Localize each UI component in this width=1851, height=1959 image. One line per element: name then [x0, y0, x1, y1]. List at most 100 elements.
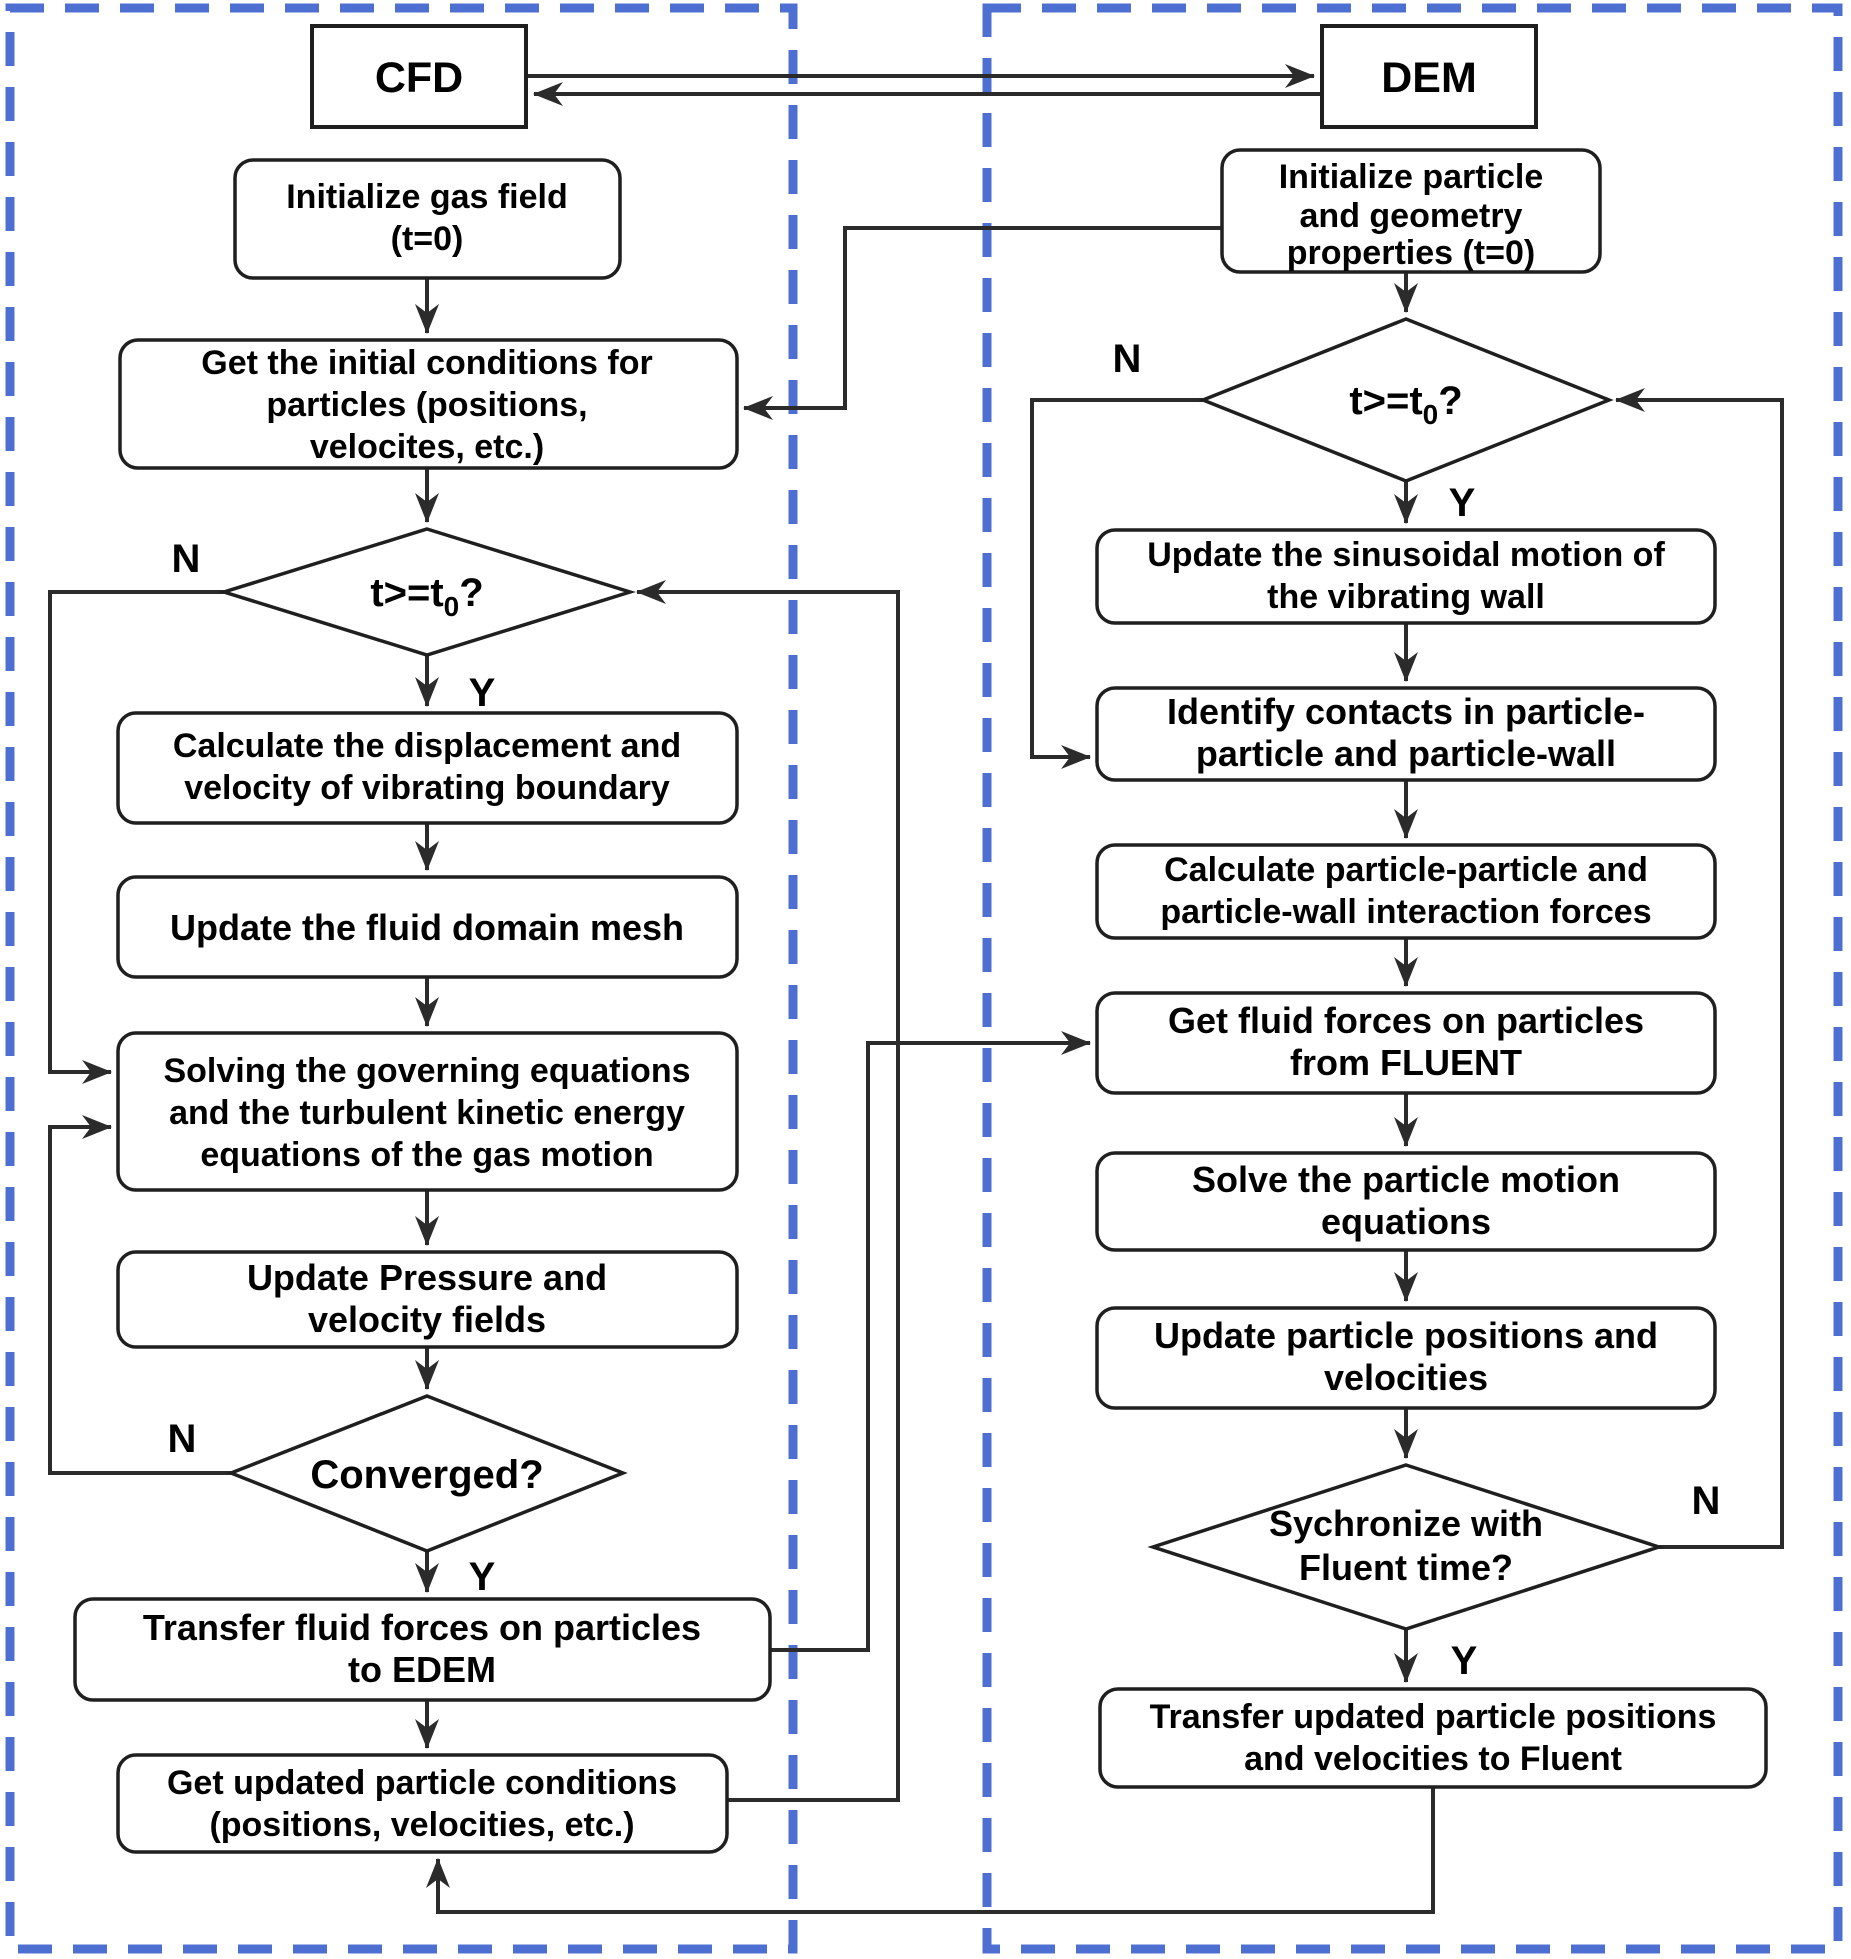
edge-tcheckdem-no-loop: [1030, 398, 1203, 769]
svg-text:Solve the particle motion: Solve the particle motion: [1192, 1159, 1620, 1200]
initialize-gas-field-box: [233, 158, 622, 280]
node-dem-header: DEM: [1320, 24, 1538, 129]
svg-text:Solving the governing equation: Solving the governing equations: [163, 1052, 690, 1090]
svg-text:and the turbulent kinetic ener: and the turbulent kinetic energy: [169, 1094, 685, 1132]
node-update-pressure-velocity: Update Pressure and velocity fields: [116, 1250, 739, 1349]
dem-region-border: [982, 3, 1843, 1954]
svg-text:equations: equations: [1321, 1201, 1491, 1242]
update-fluid-mesh-box: [116, 875, 739, 979]
branch-label-yes-dem-tcheck: Y: [1449, 481, 1476, 525]
svg-text:t>=t0?: t>=t0?: [1349, 379, 1462, 430]
decision-t-check-cfd: t>=t0?: [218, 527, 636, 657]
node-get-fluid-forces: Get fluid forces on particles from FLUEN…: [1095, 991, 1717, 1095]
edge-tcheck-no-loop: [48, 590, 224, 1084]
edge-transferfluid-to-getfluid: [770, 1031, 1091, 1652]
svg-text:equations of the gas motion: equations of the gas motion: [200, 1136, 653, 1174]
svg-text:Converged?: Converged?: [310, 1453, 543, 1497]
svg-text:Get updated particle condition: Get updated particle conditions: [167, 1764, 677, 1802]
node-get-initial-conditions: Get the initial conditions for particles…: [118, 338, 739, 470]
svg-text:Sychronize with: Sychronize with: [1269, 1503, 1543, 1544]
solving-governing-equations-box: [116, 1031, 739, 1192]
node-calculate-displacement: Calculate the displacement and velocity …: [116, 711, 739, 825]
svg-text:velocites, etc.): velocites, etc.): [310, 428, 544, 466]
branch-label-no-cfd-tcheck: N: [172, 537, 201, 581]
svg-text:velocity of vibrating boundary: velocity of vibrating boundary: [184, 769, 670, 807]
svg-text:particle-wall interaction forc: particle-wall interaction forces: [1160, 893, 1651, 931]
svg-text:Calculate the displacement and: Calculate the displacement and: [173, 727, 681, 765]
node-solve-particle-motion: Solve the particle motion equations: [1095, 1151, 1717, 1252]
svg-text:Update particle positions and: Update particle positions and: [1154, 1315, 1658, 1356]
branch-label-yes-synchronize: Y: [1451, 1639, 1478, 1683]
svg-text:Initialize gas field: Initialize gas field: [286, 178, 568, 216]
synchronize-diamond: [1147, 1463, 1665, 1631]
svg-text:particles (positions,: particles (positions,: [266, 386, 587, 424]
svg-text:Update Pressure and: Update Pressure and: [247, 1257, 607, 1298]
get-fluid-forces-box: [1095, 991, 1717, 1095]
svg-text:velocity fields: velocity fields: [308, 1299, 546, 1340]
identify-contacts-box: [1095, 686, 1717, 782]
svg-text:and velocities to Fluent: and velocities to Fluent: [1244, 1740, 1622, 1778]
node-initialize-particle: Initialize particle and geometry propert…: [1220, 148, 1602, 274]
edge-initparticle-to-getinit: [743, 226, 1222, 420]
svg-text:Transfer updated particle posi: Transfer updated particle positions: [1150, 1698, 1717, 1736]
svg-text:to EDEM: to EDEM: [348, 1649, 496, 1690]
update-particle-positions-box: [1095, 1306, 1717, 1410]
svg-text:properties (t=0): properties (t=0): [1287, 234, 1535, 272]
converged-diamond: [226, 1394, 628, 1553]
svg-text:Fluent time?: Fluent time?: [1299, 1547, 1513, 1588]
initialize-particle-box: [1220, 148, 1602, 274]
dem-header-box: [1320, 24, 1538, 129]
transfer-fluid-forces-box: [73, 1597, 772, 1702]
svg-text:Calculate particle-particle an: Calculate particle-particle and: [1164, 851, 1648, 889]
t-check-dem-diamond: [1198, 317, 1614, 483]
cfd-header-box: [310, 24, 528, 129]
decision-synchronize: Sychronize with Fluent time?: [1147, 1463, 1665, 1631]
decision-t-check-dem: t>=t0?: [1198, 317, 1614, 483]
svg-text:(positions, velocities, etc.): (positions, velocities, etc.): [209, 1806, 634, 1844]
svg-text:particle and particle-wall: particle and particle-wall: [1196, 733, 1616, 774]
edge-transferupdated-to-getupdated: [426, 1787, 1435, 1914]
node-update-fluid-mesh: Update the fluid domain mesh: [116, 875, 739, 979]
svg-text:Update the fluid domain mesh: Update the fluid domain mesh: [170, 907, 684, 948]
node-cfd-header: CFD: [310, 24, 528, 129]
node-get-updated-particle-conditions: Get updated particle conditions (positio…: [116, 1753, 729, 1854]
branch-label-no-dem-tcheck: N: [1113, 337, 1142, 381]
svg-text:velocities: velocities: [1324, 1357, 1488, 1398]
svg-text:from FLUENT: from FLUENT: [1290, 1042, 1522, 1083]
update-sinusoidal-motion-box: [1095, 528, 1717, 625]
svg-text:Get the initial conditions for: Get the initial conditions for: [201, 344, 652, 382]
node-update-sinusoidal-motion: Update the sinusoidal motion of the vibr…: [1095, 528, 1717, 625]
svg-text:Get fluid forces on particles: Get fluid forces on particles: [1168, 1000, 1644, 1041]
calculate-interaction-forces-box: [1095, 843, 1717, 940]
node-identify-contacts: Identify contacts in particle- particle …: [1095, 686, 1717, 782]
update-pressure-velocity-box: [116, 1250, 739, 1349]
node-solving-governing-equations: Solving the governing equations and the …: [116, 1031, 739, 1192]
get-updated-particle-conditions-box: [116, 1753, 729, 1854]
svg-text:Transfer fluid forces on parti: Transfer fluid forces on particles: [143, 1607, 701, 1648]
edge-getupdated-back-to-tcheck: [636, 580, 900, 1802]
cfd-region-border: [5, 3, 798, 1954]
branch-label-yes-converged: Y: [469, 1555, 496, 1599]
transfer-updated-positions-box: [1098, 1687, 1768, 1789]
edge-converged-no-loop: [48, 1115, 231, 1475]
branch-label-no-converged: N: [168, 1417, 197, 1461]
branch-label-no-synchronize: N: [1692, 1479, 1721, 1523]
get-initial-conditions-box: [118, 338, 739, 470]
svg-text:Update the sinusoidal motion o: Update the sinusoidal motion of: [1147, 536, 1665, 574]
node-initialize-gas-field: Initialize gas field (t=0): [233, 158, 622, 280]
dem-header-label: DEM: [1381, 54, 1477, 102]
t-check-cfd-diamond: [218, 527, 636, 657]
svg-text:(t=0): (t=0): [391, 220, 464, 258]
svg-text:the vibrating wall: the vibrating wall: [1267, 578, 1545, 616]
decision-converged: Converged?: [226, 1394, 628, 1553]
cfd-header-label: CFD: [375, 54, 463, 102]
node-transfer-fluid-forces: Transfer fluid forces on particles to ED…: [73, 1597, 772, 1702]
branch-label-yes-cfd-tcheck: Y: [469, 671, 496, 715]
edge-sync-no-loop: [1615, 388, 1784, 1549]
svg-text:Identify contacts in particle-: Identify contacts in particle-: [1167, 691, 1645, 732]
node-calculate-interaction-forces: Calculate particle-particle and particle…: [1095, 843, 1717, 940]
calculate-displacement-box: [116, 711, 739, 825]
svg-text:and geometry: and geometry: [1300, 197, 1523, 235]
